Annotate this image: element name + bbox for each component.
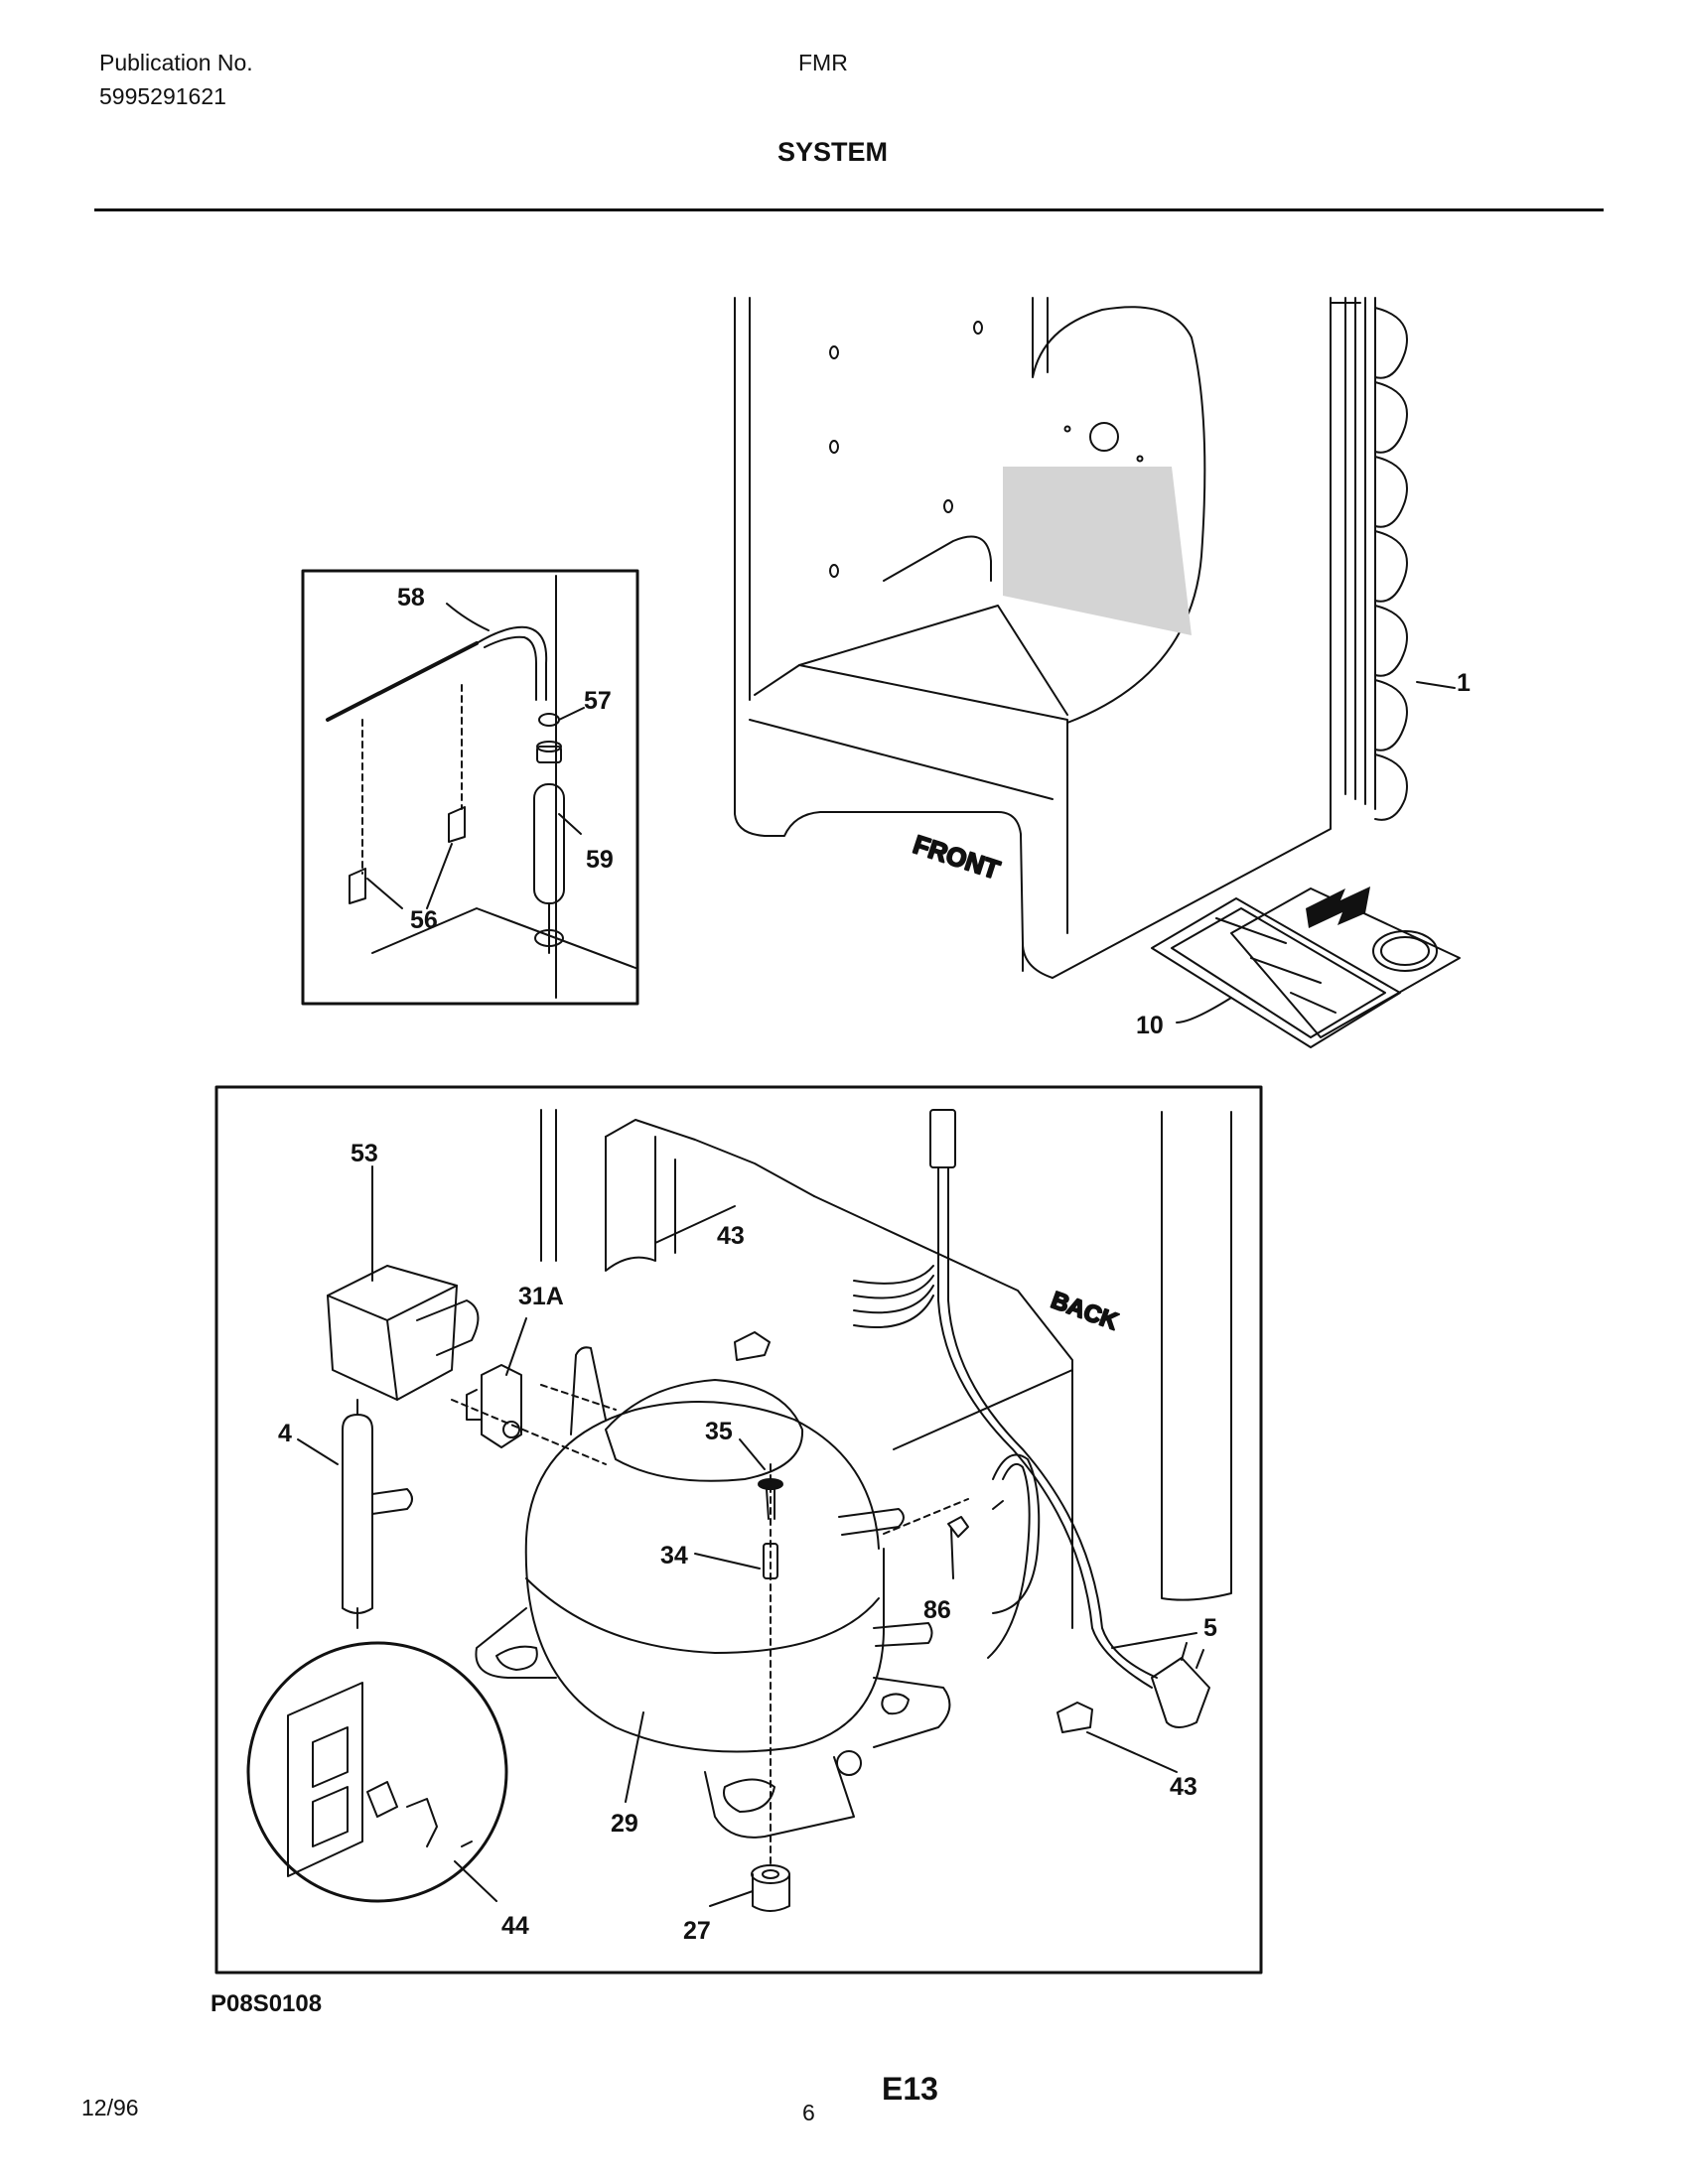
- front-orientation-label: FRONT: [910, 829, 1004, 885]
- back-orientation-label: BACK: [1048, 1287, 1122, 1335]
- clip-drawing-lower: [1056, 1702, 1093, 1733]
- dryer-drawing: [342, 1399, 413, 1629]
- footer-date: 12/96: [81, 2095, 139, 2120]
- clip-drawing: [734, 1331, 771, 1361]
- section-title: SYSTEM: [777, 137, 889, 167]
- part-label-44: 44: [501, 1912, 529, 1940]
- power-cord-drawing: [853, 1109, 1210, 1728]
- part-label-4: 4: [278, 1420, 292, 1447]
- header-rule: [94, 208, 1604, 211]
- figure-code: P08S0108: [211, 1990, 323, 2017]
- part-label-1: 1: [1457, 669, 1471, 697]
- mounting-grommet-drawing: [751, 1864, 790, 1912]
- outlet-detail-drawing: [246, 1641, 508, 1903]
- page-code: E13: [882, 2071, 938, 2107]
- air-flow-arrow-icon: [1306, 887, 1370, 928]
- model-code: FMR: [798, 50, 848, 75]
- compressor-compartment-frame: [214, 1085, 1263, 1975]
- part-label-59: 59: [586, 846, 614, 874]
- publication-number: 5995291621: [99, 83, 226, 109]
- publication-label: Publication No.: [99, 50, 253, 75]
- drain-tube-inset-drawing: [326, 575, 636, 999]
- part-label-57: 57: [584, 687, 612, 715]
- compressor-compartment-drawing: [540, 1109, 1232, 1629]
- page-number: 6: [802, 2100, 815, 2125]
- part-label-31a: 31A: [518, 1283, 564, 1310]
- part-label-35: 35: [705, 1418, 733, 1445]
- compressor-drawing: [475, 1346, 951, 1867]
- part-label-34: 34: [660, 1542, 688, 1570]
- part-label-29: 29: [611, 1810, 638, 1838]
- part-label-10: 10: [1136, 1012, 1164, 1039]
- overload-drawing: [466, 1364, 522, 1448]
- part-label-58: 58: [397, 584, 425, 612]
- callout-leader-lines: [297, 603, 1456, 1907]
- drain-tube-inset-frame: [301, 569, 639, 1006]
- cabinet-drawing: [734, 297, 1361, 979]
- part-label-5: 5: [1203, 1614, 1217, 1642]
- part-label-43-lower: 43: [1170, 1773, 1197, 1801]
- part-label-27: 27: [683, 1917, 711, 1945]
- relay-drawing: [327, 1265, 480, 1401]
- drain-pan-drawing: [1151, 887, 1461, 1048]
- screw-drawing: [947, 1516, 969, 1538]
- part-label-53: 53: [351, 1140, 378, 1167]
- condenser-coil-drawing: [1344, 297, 1408, 821]
- part-label-43-upper: 43: [717, 1222, 745, 1250]
- part-label-56: 56: [410, 906, 438, 934]
- part-label-86: 86: [923, 1596, 951, 1624]
